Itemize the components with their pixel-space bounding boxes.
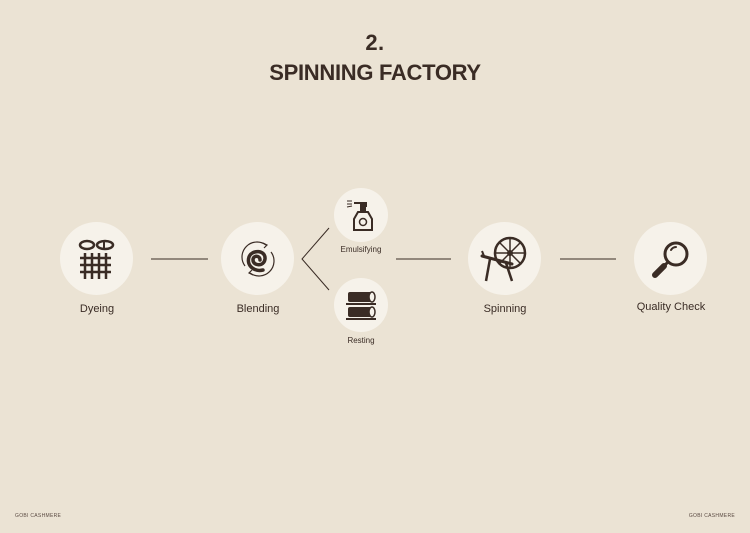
connector-blending-branch bbox=[301, 227, 330, 291]
fabric-rolls-icon bbox=[346, 291, 376, 320]
label-quality-check: Quality Check bbox=[636, 301, 706, 313]
spinning-wheel-icon bbox=[480, 236, 526, 281]
label-resting: Resting bbox=[347, 336, 375, 345]
magnifying-glass-icon bbox=[651, 241, 688, 278]
label-emulsifying: Emulsifying bbox=[340, 245, 382, 254]
swirl-blend-icon bbox=[240, 240, 275, 277]
step-dyeing bbox=[60, 222, 133, 295]
step-resting bbox=[334, 278, 388, 332]
footer-brand-right: GOBI CASHMERE bbox=[688, 513, 735, 519]
page-title: SPINNING FACTORY bbox=[269, 60, 481, 85]
label-spinning: Spinning bbox=[483, 303, 527, 315]
step-blending bbox=[221, 222, 294, 295]
step-emulsifying bbox=[334, 188, 388, 242]
label-blending: Blending bbox=[236, 303, 280, 315]
footer-brand-left: GOBI CASHMERE bbox=[15, 513, 62, 519]
step-spinning bbox=[468, 222, 541, 295]
step-number: 2. bbox=[365, 30, 385, 55]
woven-fabric-icon bbox=[78, 239, 114, 279]
step-quality-check bbox=[634, 222, 707, 295]
label-dyeing: Dyeing bbox=[79, 303, 115, 315]
spray-bottle-icon bbox=[346, 200, 373, 231]
title-block: 2. SPINNING FACTORY bbox=[0, 30, 750, 87]
